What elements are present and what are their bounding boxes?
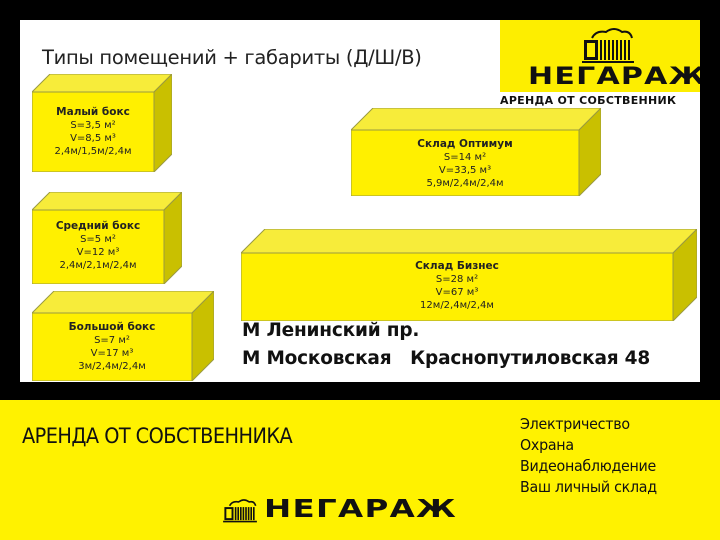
box-volume: V=17 м³ xyxy=(90,348,134,359)
box-area: S=3,5 м² xyxy=(70,120,116,131)
box-volume: V=67 м³ xyxy=(435,287,479,298)
box-dims: 2,4м/1,5м/2,4м xyxy=(54,146,132,157)
box-volume: V=12 м³ xyxy=(76,247,120,258)
box-small: Малый бокс S=3,5 м² V=8,5 м³ 2,4м/1,5м/2… xyxy=(32,74,172,172)
box-volume: V=33,5 м³ xyxy=(438,165,492,176)
feature-item: Ваш личный склад xyxy=(520,478,657,496)
box-business: Склад Бизнес S=28 м² V=67 м³ 12м/2,4м/2,… xyxy=(241,229,697,321)
page-title: Типы помещений + габариты (Д/Ш/В) xyxy=(42,46,422,69)
cube-shape xyxy=(351,108,601,196)
box-medium: Средний бокс S=5 м² V=12 м³ 2,4м/2,1м/2,… xyxy=(32,192,182,284)
box-name: Склад Бизнес xyxy=(415,260,499,272)
garage-building-icon xyxy=(223,499,257,523)
features-list: Электричество Охрана Видеонаблюдение Ваш… xyxy=(520,414,664,498)
garage-building-icon xyxy=(582,28,634,63)
brand-logo: НЕГАРАЖ xyxy=(500,20,700,92)
rent-label: АРЕНДА ОТ СОБСТВЕННИКА xyxy=(22,424,293,448)
box-dims: 12м/2,4м/2,4м xyxy=(420,300,494,311)
box-name: Средний бокс xyxy=(55,220,141,232)
box-volume: V=8,5 м³ xyxy=(70,133,116,144)
feature-item: Видеонаблюдение xyxy=(520,457,657,475)
box-area: S=7 м² xyxy=(94,335,130,346)
footer-brand-name: НЕГАРАЖ xyxy=(264,494,458,523)
box-dims: 5,9м/2,4м/2,4м xyxy=(426,178,504,189)
address-line-2: М Московская Краснопутиловская 48 xyxy=(242,348,650,369)
footer-logo: НЕГАРАЖ xyxy=(220,494,460,526)
feature-item: Электричество xyxy=(520,415,630,433)
box-name: Большой бокс xyxy=(68,321,156,333)
cube-shape xyxy=(32,74,172,172)
cube-shape xyxy=(32,192,182,284)
box-large: Большой бокс S=7 м² V=17 м³ 3м/2,4м/2,4м xyxy=(32,291,214,381)
address-line-1: М Ленинский пр. xyxy=(242,320,420,341)
box-area: S=5 м² xyxy=(80,234,116,245)
cube-shape xyxy=(241,229,697,321)
brand-name: НЕГАРАЖ xyxy=(528,62,700,90)
box-optimum: Склад Оптимум S=14 м² V=33,5 м³ 5,9м/2,4… xyxy=(351,108,601,196)
box-area: S=14 м² xyxy=(443,152,487,163)
box-area: S=28 м² xyxy=(435,274,479,285)
footer-banner: АРЕНДА ОТ СОБСТВЕННИКА Электричество Охр… xyxy=(0,400,720,540)
box-dims: 2,4м/2,1м/2,4м xyxy=(59,260,137,271)
brand-tagline: АРЕНДА ОТ СОБСТВЕННИК xyxy=(500,94,677,107)
feature-item: Охрана xyxy=(520,436,574,454)
box-dims: 3м/2,4м/2,4м xyxy=(78,361,146,372)
box-name: Склад Оптимум xyxy=(417,138,513,150)
box-name: Малый бокс xyxy=(56,106,130,118)
info-panel: Avito Типы помещений + габариты (Д/Ш/В) … xyxy=(20,20,700,382)
cube-shape xyxy=(32,291,214,381)
